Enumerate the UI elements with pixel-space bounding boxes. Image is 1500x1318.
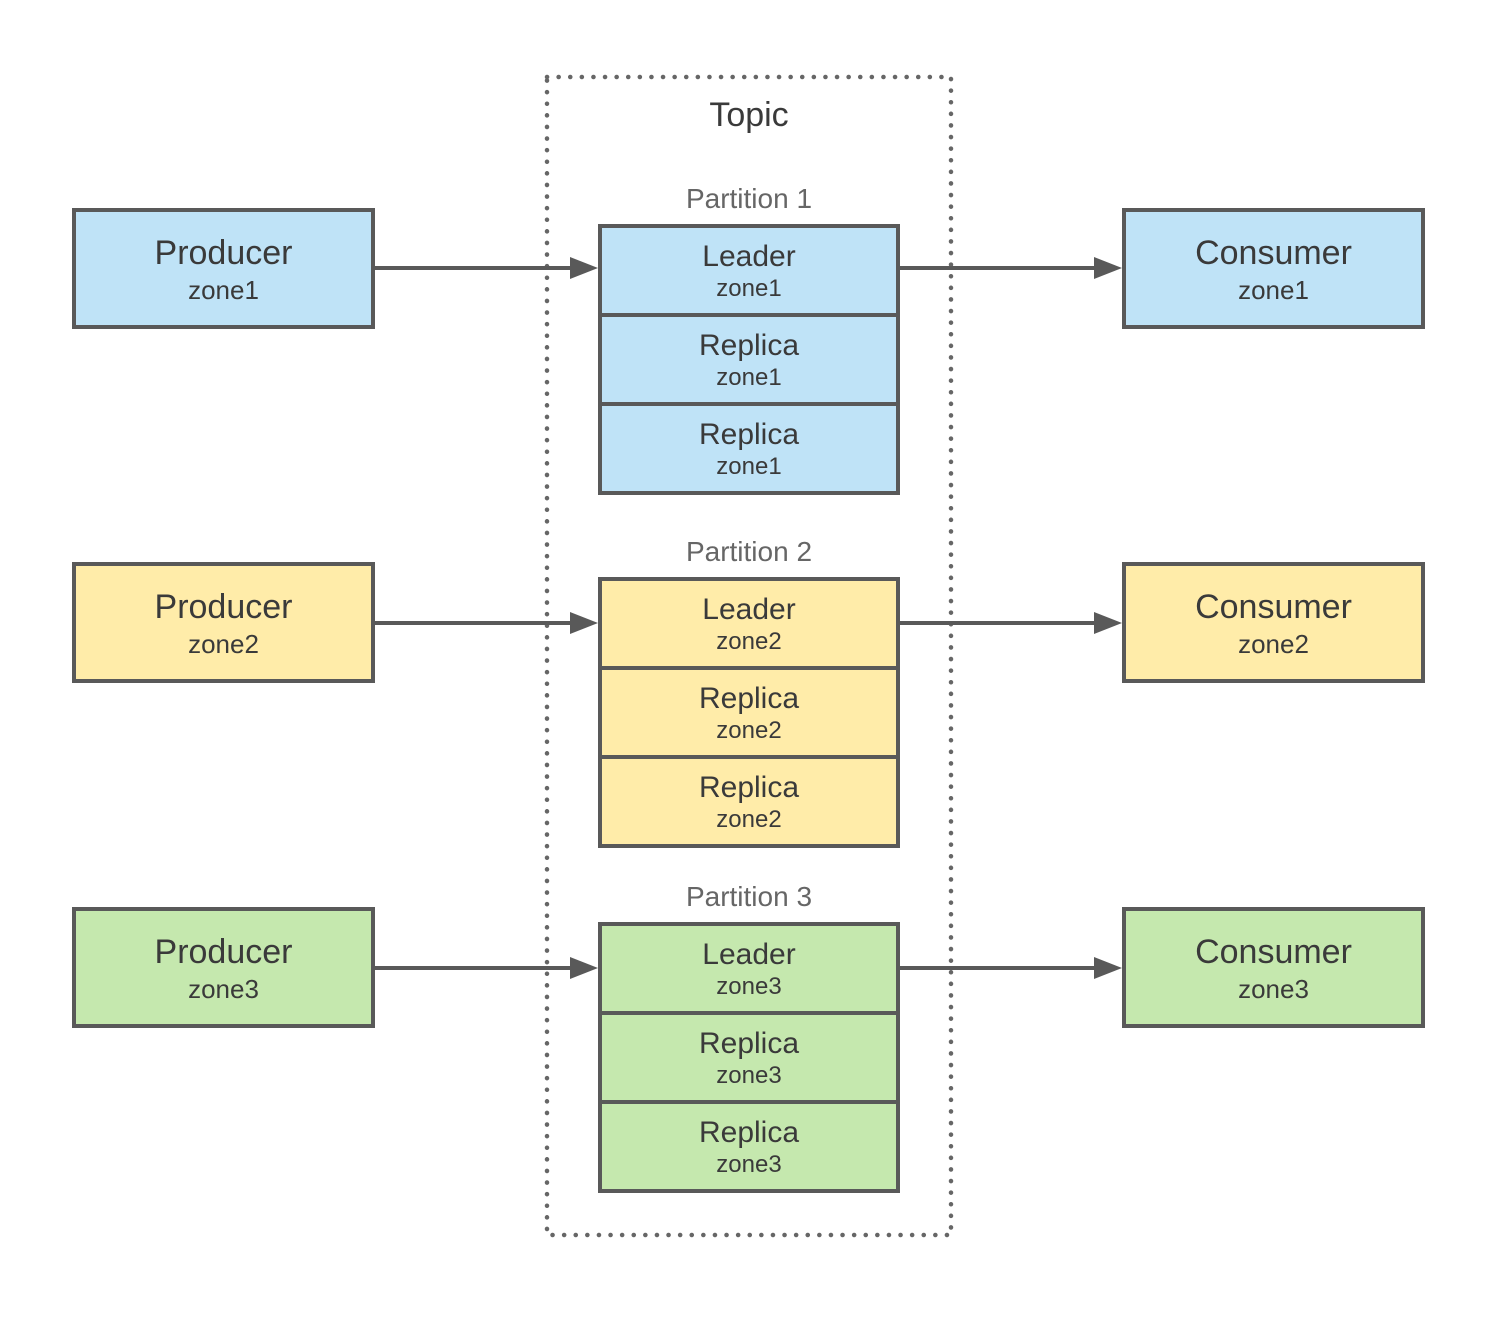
arrowhead-consumer-zone1 [1094,257,1122,279]
arrowhead-producer-zone1 [570,257,598,279]
replica-role-label: Replica [698,770,800,804]
leader-zone-label: zone2 [716,627,782,655]
replica-role-label: Replica [698,681,800,715]
replica-zone-label: zone3 [716,1150,782,1178]
partition-3-replica-cell: Replica zone3 [602,1100,896,1189]
consumer-zone2-subtitle: zone2 [1238,628,1309,659]
producer-zone1-title: Producer [154,233,293,272]
replica-zone-label: zone2 [716,805,782,833]
producer-zone3-subtitle: zone3 [188,973,259,1004]
consumer-zone3-subtitle: zone3 [1238,973,1309,1004]
replica-role-label: Replica [698,1026,800,1060]
leader-role-label: Leader [702,239,796,273]
partition-1-leader-cell: Leader zone1 [602,228,896,313]
partition-3-label: Partition 3 [685,881,813,912]
producer-zone3-title: Producer [154,932,293,971]
partition-2-stack: Leader zone2 Replica zone2 Replica zone2 [598,577,900,848]
partition-1-stack: Leader zone1 Replica zone1 Replica zone1 [598,224,900,495]
leader-zone-label: zone3 [716,972,782,1000]
arrowhead-consumer-zone3 [1094,957,1122,979]
consumer-zone1-box: Consumer zone1 [1122,208,1425,329]
consumer-zone3-box: Consumer zone3 [1122,907,1425,1028]
leader-zone-label: zone1 [716,274,782,302]
leader-role-label: Leader [702,937,796,971]
consumer-zone2-title: Consumer [1195,587,1352,626]
consumer-zone1-title: Consumer [1195,233,1352,272]
partition-2-leader-cell: Leader zone2 [602,581,896,666]
partition-1-label: Partition 1 [685,183,813,214]
consumer-zone1-subtitle: zone1 [1238,274,1309,305]
producer-zone2-title: Producer [154,587,293,626]
partition-3-replica-cell: Replica zone3 [602,1011,896,1100]
producer-zone1-box: Producer zone1 [72,208,375,329]
replica-role-label: Replica [698,1115,800,1149]
replica-zone-label: zone1 [716,363,782,391]
partition-1-replica-cell: Replica zone1 [602,313,896,402]
producer-zone3-box: Producer zone3 [72,907,375,1028]
topic-dotted-border [544,74,954,1238]
topic-title: Topic [709,96,789,134]
partition-1-replica-cell: Replica zone1 [602,402,896,491]
arrowhead-producer-zone2 [570,612,598,634]
producer-zone2-box: Producer zone2 [72,562,375,683]
producer-zone2-subtitle: zone2 [188,628,259,659]
partition-2-label: Partition 2 [685,536,813,567]
replica-role-label: Replica [698,328,800,362]
partition-2-replica-cell: Replica zone2 [602,755,896,844]
replica-zone-label: zone2 [716,716,782,744]
partition-2-replica-cell: Replica zone2 [602,666,896,755]
leader-role-label: Leader [702,592,796,626]
producer-zone1-subtitle: zone1 [188,274,259,305]
arrowhead-consumer-zone2 [1094,612,1122,634]
replica-zone-label: zone1 [716,452,782,480]
consumer-zone3-title: Consumer [1195,932,1352,971]
partition-3-leader-cell: Leader zone3 [602,926,896,1011]
replica-zone-label: zone3 [716,1061,782,1089]
arrowhead-producer-zone3 [570,957,598,979]
replica-role-label: Replica [698,417,800,451]
partition-3-stack: Leader zone3 Replica zone3 Replica zone3 [598,922,900,1193]
consumer-zone2-box: Consumer zone2 [1122,562,1425,683]
